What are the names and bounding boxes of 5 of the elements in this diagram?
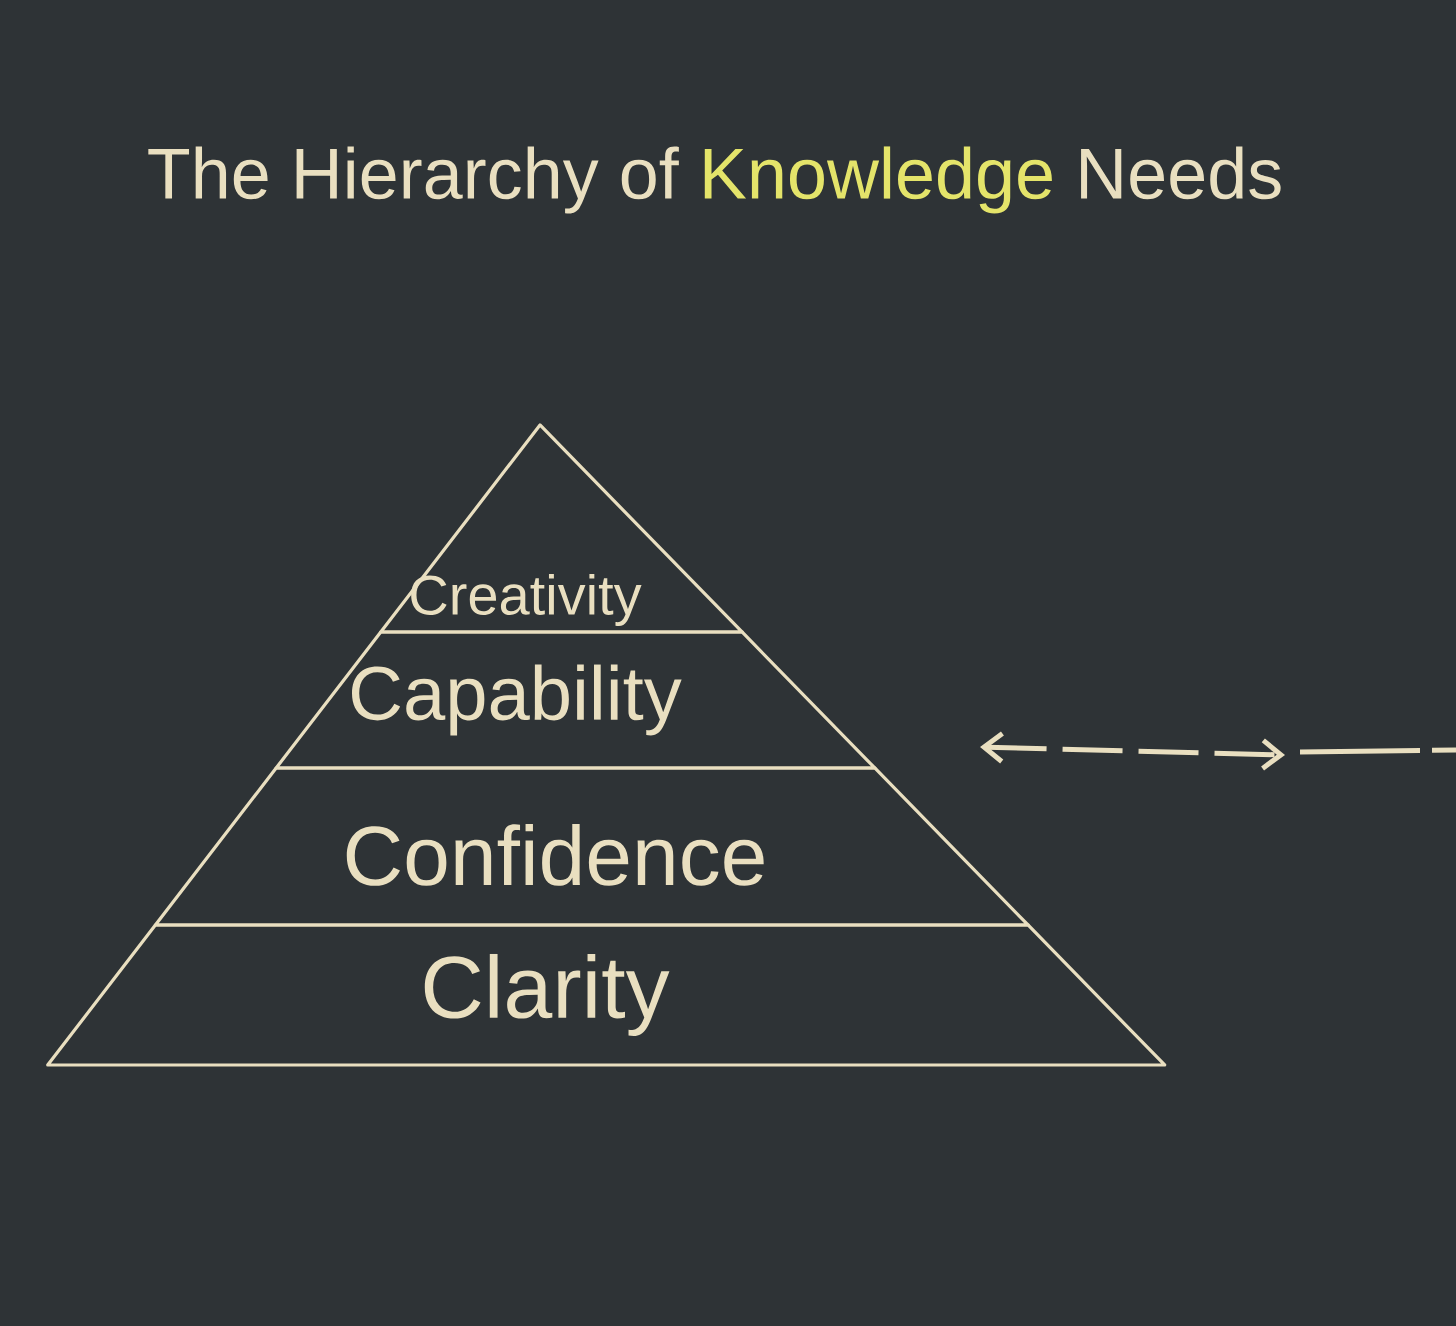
- pyramid-tier: Creativity: [379, 423, 744, 634]
- title: The Hierarchy of Knowledge Needs: [148, 146, 1281, 214]
- pyramid-tier: Confidence: [153, 766, 1030, 927]
- pyramid-tier: Clarity: [46, 923, 1167, 1067]
- pyramid-tier: Capability: [274, 630, 877, 770]
